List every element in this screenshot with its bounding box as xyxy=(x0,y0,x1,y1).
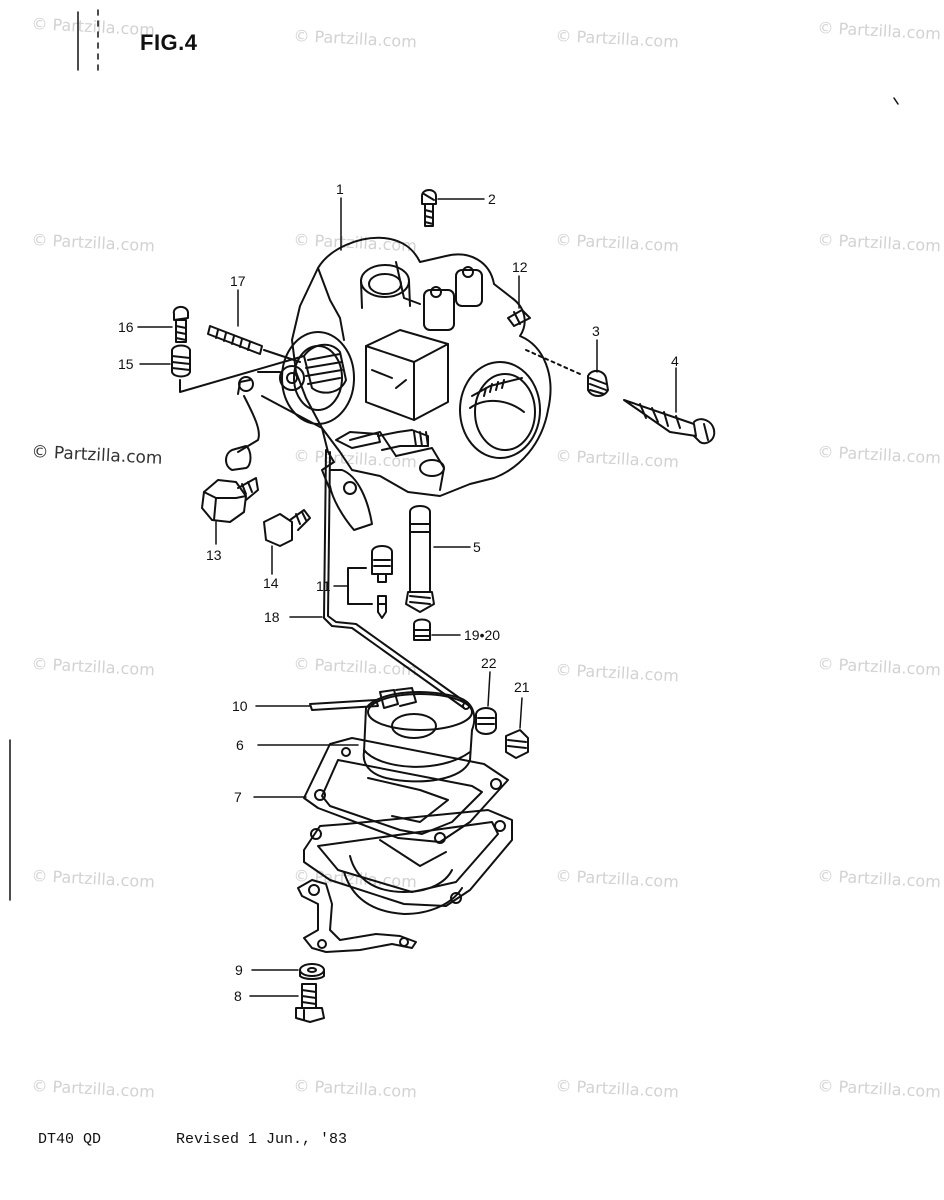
callout-19-20: 19•20 xyxy=(464,627,500,643)
callout-15: 15 xyxy=(118,356,134,372)
callout-9: 9 xyxy=(235,962,243,978)
screw-2-shape xyxy=(421,189,437,227)
mixture-screw-assembly xyxy=(471,349,716,445)
callout-3: 3 xyxy=(592,323,600,339)
plug-21 xyxy=(505,729,529,759)
callout-10: 10 xyxy=(232,698,248,714)
callout-16: 16 xyxy=(118,319,134,335)
main-jet-19-20 xyxy=(413,618,431,641)
callout-labels: 1 2 3 4 5 6 7 8 9 10 11 12 13 14 15 16 1… xyxy=(118,181,679,1004)
callout-4: 4 xyxy=(671,353,679,369)
figure-title: FIG.4 xyxy=(140,30,198,55)
grommet-22 xyxy=(475,707,497,735)
throttle-shaft-assembly xyxy=(225,343,429,531)
screws-15-16-17 xyxy=(171,306,305,393)
model-code: DT40 QD xyxy=(38,1131,102,1148)
callout-13: 13 xyxy=(206,547,222,563)
leader-lines xyxy=(137,197,677,997)
callout-21: 21 xyxy=(514,679,530,695)
carburetor-body xyxy=(281,236,552,497)
float-pin-10 xyxy=(309,687,417,711)
main-nozzle-5 xyxy=(405,505,435,613)
callout-14: 14 xyxy=(263,575,279,591)
gasket-7 xyxy=(303,737,509,844)
float-chamber xyxy=(303,809,513,915)
callout-8: 8 xyxy=(234,988,242,1004)
needle-valve-11 xyxy=(347,545,393,619)
callout-7: 7 xyxy=(234,789,242,805)
callout-5: 5 xyxy=(473,539,481,555)
washer-9 xyxy=(299,963,325,980)
screw-8 xyxy=(295,983,325,1023)
callout-22: 22 xyxy=(481,655,497,671)
callout-1: 1 xyxy=(336,181,344,197)
callout-17: 17 xyxy=(230,273,246,289)
callout-12: 12 xyxy=(512,259,528,275)
link-rod-18 xyxy=(323,449,470,710)
bolts-13-14 xyxy=(201,477,311,547)
revision-date: Revised 1 Jun., '83 xyxy=(176,1131,348,1148)
float-bowl-bracket xyxy=(297,879,417,953)
callout-11: 11 xyxy=(316,578,331,594)
callout-6: 6 xyxy=(236,737,244,753)
callout-2: 2 xyxy=(488,191,496,207)
scan-artifacts xyxy=(9,9,899,901)
clip-12-shape xyxy=(507,309,531,327)
callout-18: 18 xyxy=(264,609,280,625)
